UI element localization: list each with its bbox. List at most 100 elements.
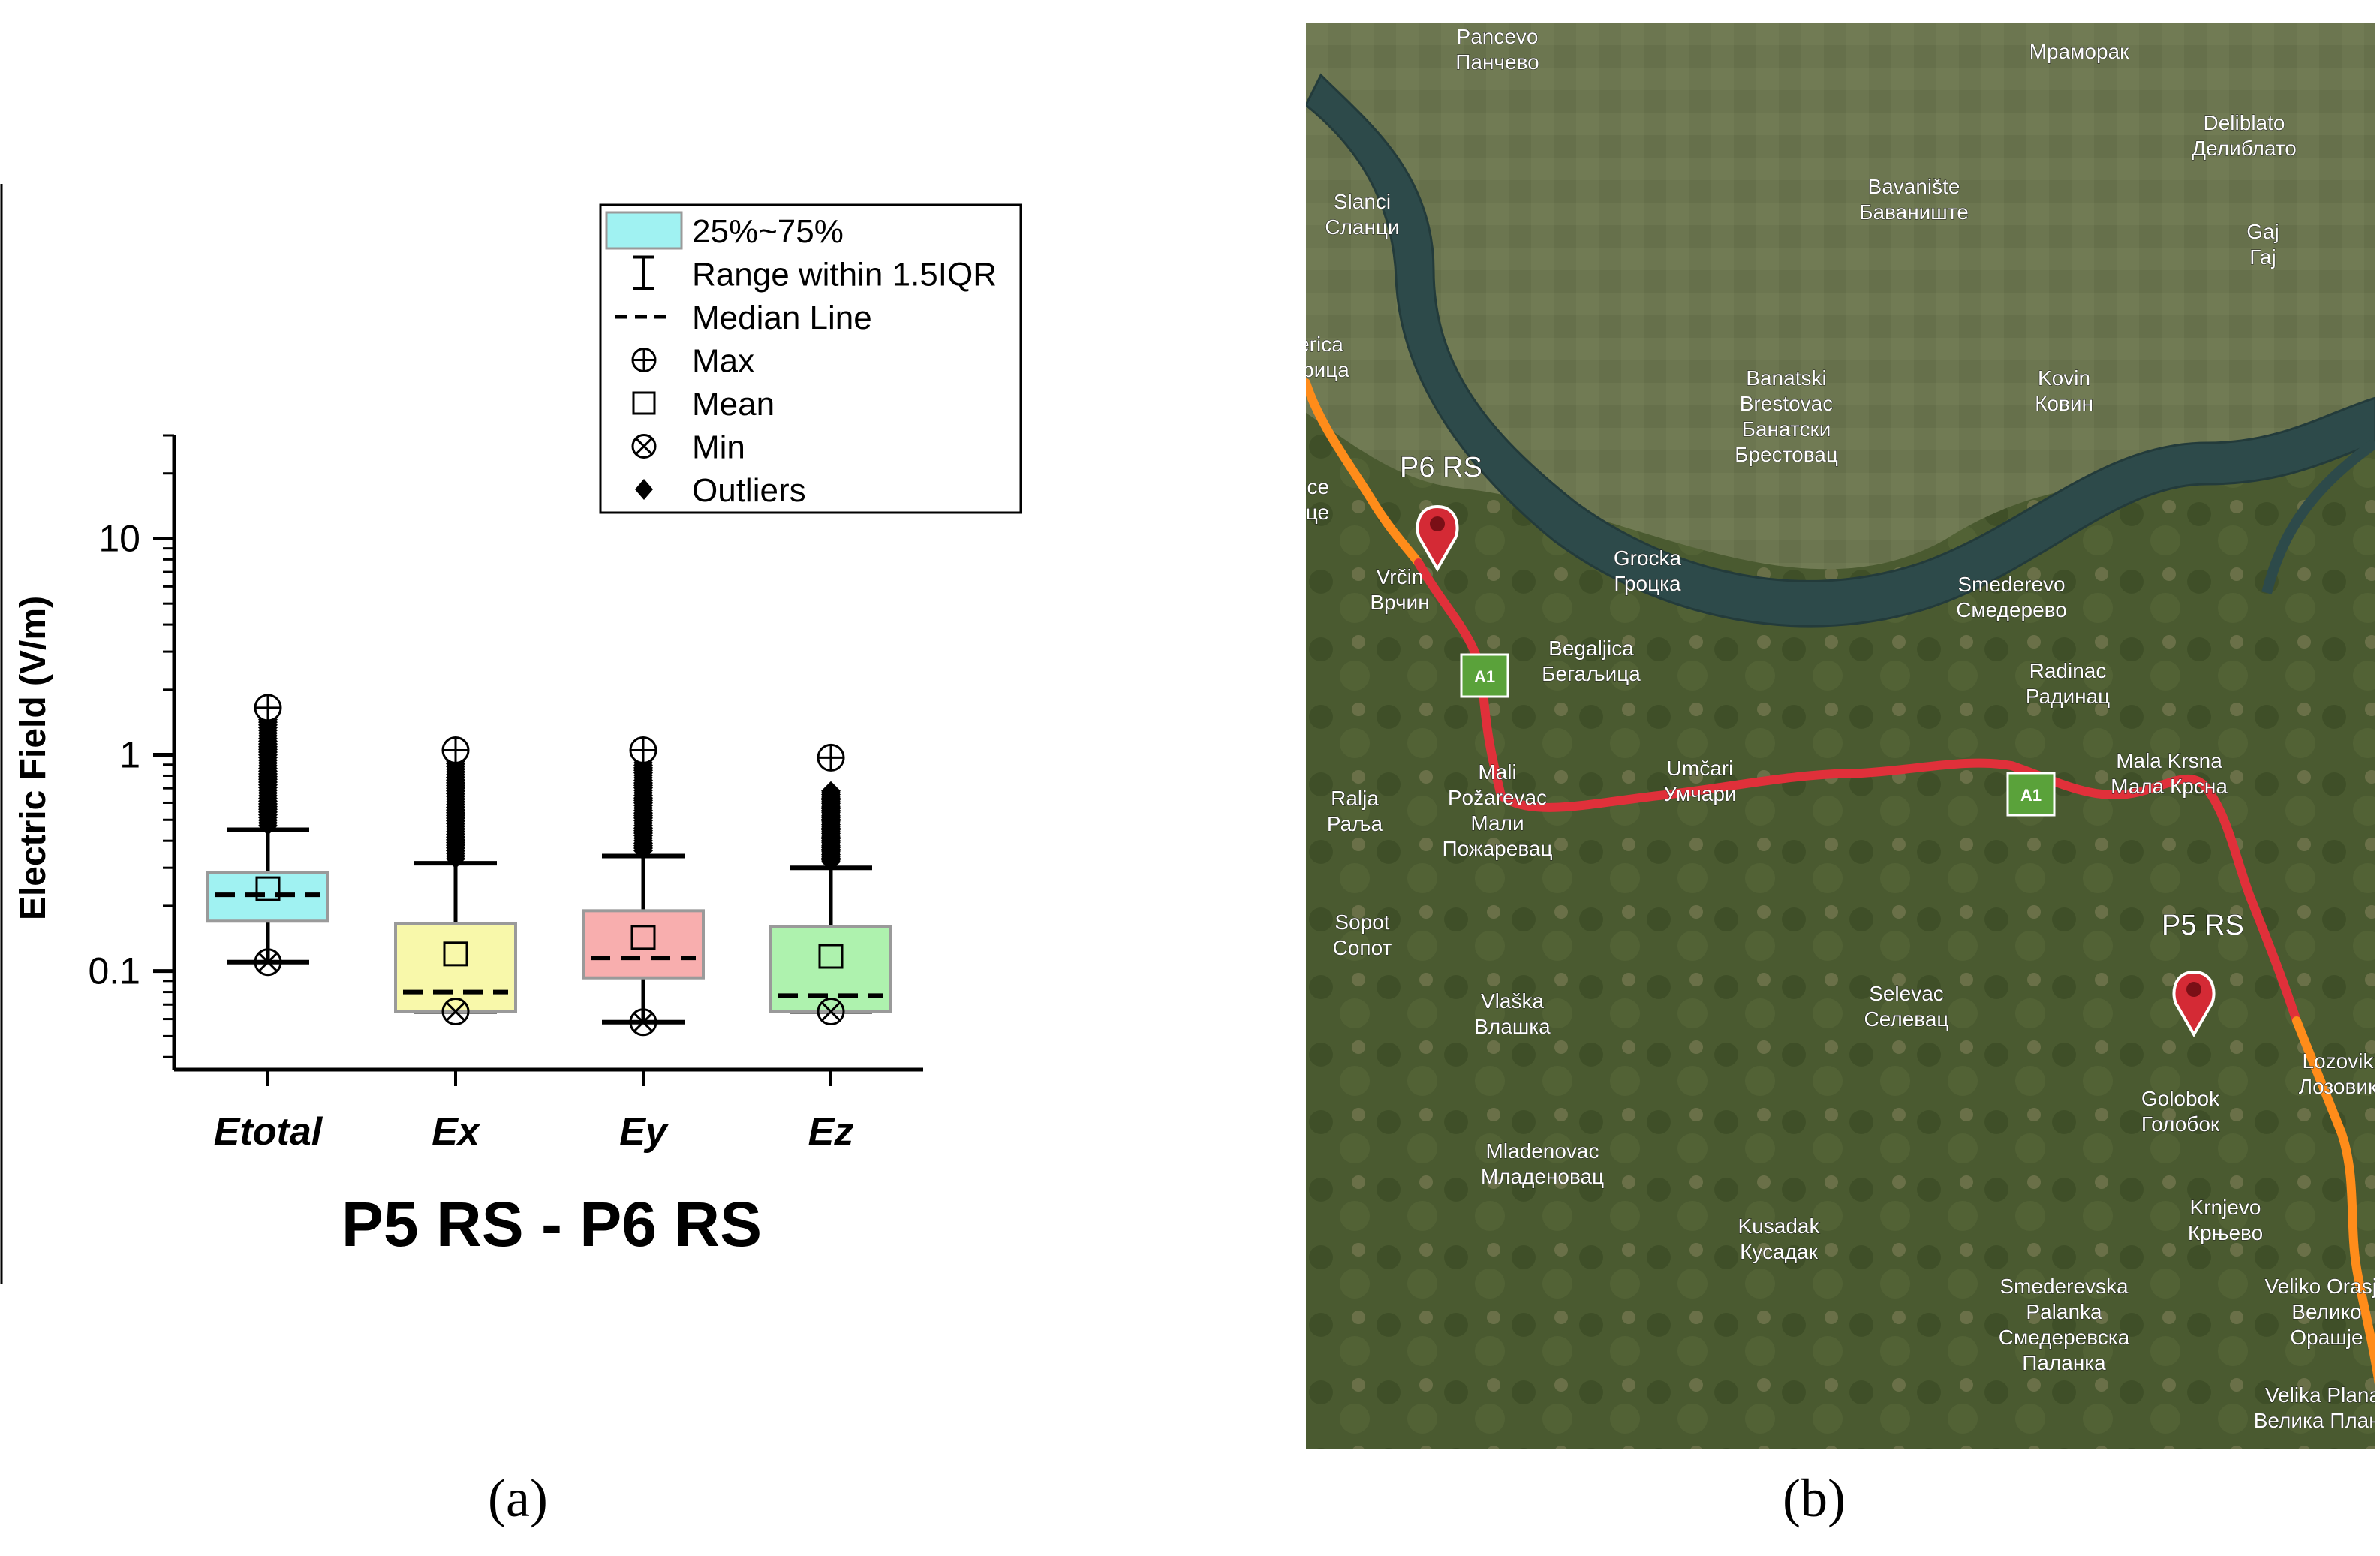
chart-title: P5 RS - P6 RS [342, 1189, 762, 1260]
y-tick-label: 0.1 [88, 950, 140, 992]
pin-p6-icon [1416, 504, 1459, 572]
place-label-line: Сопот [1333, 936, 1392, 959]
min-marker [817, 998, 845, 1026]
y-tick-label: 1 [119, 734, 140, 776]
route-red [1414, 558, 2301, 1025]
place-label-line: Банатски [1742, 417, 1831, 441]
legend-item-label: Mean [692, 386, 775, 423]
route-orange-south [2292, 1016, 2375, 1390]
place-label-line: Кусадак [1740, 1240, 1818, 1263]
place-label-line: Krnjevo [2190, 1196, 2261, 1219]
place-label-line: Пожаревац [1443, 837, 1553, 860]
min-marker-d2 [257, 952, 278, 972]
box-ex [394, 736, 517, 1026]
place-label-line: Бегаљица [1542, 662, 1641, 685]
place-label-ljuderica: ıuđericaıуђерица [1306, 333, 1349, 381]
min-marker-d2 [820, 1001, 841, 1022]
mean-marker [818, 944, 844, 969]
min-marker-d2 [445, 1001, 466, 1022]
place-label-line: ıuđerica [1306, 333, 1343, 356]
place-label-line: Palanka [2026, 1300, 2102, 1323]
x-tick-label: Etotal [214, 1110, 323, 1154]
place-label-line: Smederevska [1999, 1275, 2129, 1298]
iqr-box [394, 922, 517, 1013]
mean-marker [255, 876, 281, 901]
box-ez [769, 743, 892, 1026]
mean-marker [630, 925, 656, 950]
place-label-line: Smederevo [1957, 573, 2065, 596]
min-marker-d2 [633, 1012, 654, 1032]
place-label-line: Zuce [1306, 475, 1329, 498]
mean-marker [443, 941, 468, 967]
route-label-p5: P5 RS [2162, 910, 2244, 941]
place-label-line: ıуђерица [1306, 358, 1349, 381]
place-label-line: Мали [1470, 811, 1524, 835]
place-label-line: Брестовац [1735, 443, 1838, 466]
place-label-line: Паланка [2022, 1351, 2106, 1374]
place-label-line: Veliko Orasje [2265, 1275, 2375, 1298]
place-label-line: Mala Krsna [2116, 749, 2222, 772]
place-label-line: Banatski [1746, 366, 1826, 390]
place-label-line: Орашје [2290, 1326, 2363, 1349]
place-label-line: Bavanište [1868, 175, 1960, 198]
place-label-line: Radinac [2029, 659, 2107, 682]
legend-item-label: Min [692, 429, 745, 466]
legend-frame [599, 203, 1022, 514]
place-label-line: Мала Крсна [2111, 775, 2228, 798]
place-label-line: Голобок [2141, 1112, 2220, 1136]
place-label-line: Врчин [1370, 591, 1429, 614]
place-label-line: Баваниште [1859, 200, 1969, 224]
place-label-zuce: ZuceЗуце [1306, 475, 1329, 524]
min-marker [631, 434, 657, 459]
legend-item-label: Outliers [692, 472, 806, 509]
place-label-line: Младеновац [1481, 1165, 1604, 1188]
danube-river [1306, 73, 2375, 628]
place-label-veliko_orasje: Veliko OrasjeВеликоОрашје [2265, 1275, 2375, 1349]
place-label-line: Deliblato [2204, 111, 2285, 134]
x-tick-label: Ey [619, 1110, 669, 1154]
place-label-line: Селевац [1864, 1007, 1949, 1031]
legend-item-label: 25%~75% [692, 213, 844, 250]
place-label-line: Делиблато [2192, 137, 2297, 160]
place-label-line: Ковин [2035, 392, 2093, 415]
place-label-line: Brestovac [1740, 392, 1834, 415]
x-tick-label: Ez [808, 1110, 854, 1154]
place-label-line: Begaljica [1548, 637, 1634, 660]
place-label-line: Панчево [1455, 50, 1539, 74]
place-label-line: Крњево [2188, 1221, 2263, 1244]
place-label-line: Mali [1478, 760, 1516, 784]
min-marker [441, 998, 470, 1026]
box-etotal [206, 694, 329, 977]
x-tick-label: Ex [432, 1110, 481, 1154]
place-label-line: Vrčin [1377, 565, 1424, 588]
pin-p5-icon [2172, 970, 2216, 1037]
danube-tributary [2261, 438, 2375, 594]
min-marker [254, 948, 282, 977]
place-label-line: Раља [1327, 812, 1383, 835]
place-label-line: Kovin [2038, 366, 2090, 390]
legend-outlier-swatch [635, 479, 653, 500]
chart-axes [153, 434, 923, 1086]
legend-box-swatch [605, 211, 683, 250]
